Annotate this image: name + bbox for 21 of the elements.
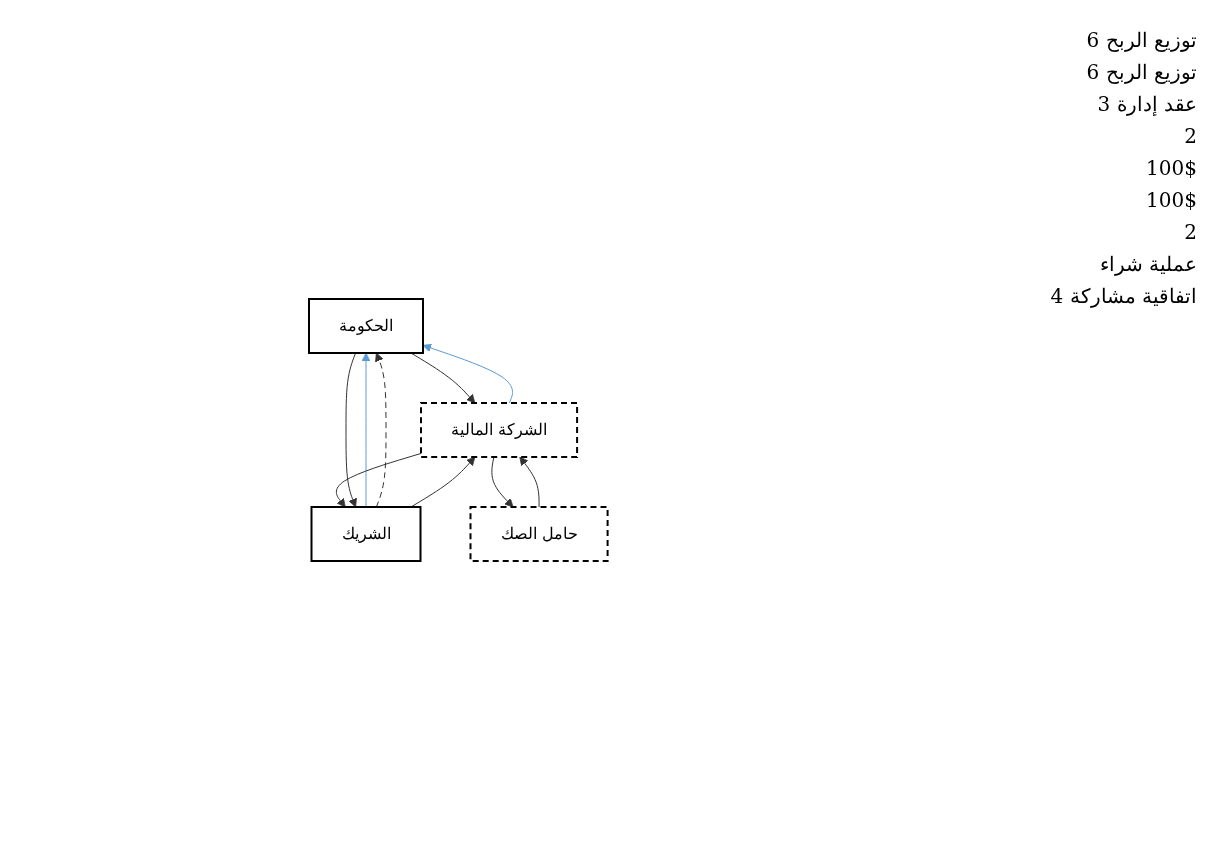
annotation-text: 100$ — [1145, 156, 1197, 180]
node-box: الشريك — [310, 505, 422, 562]
annotation-text: توزيع الربح 6 — [1085, 28, 1197, 52]
node-box: حامل الصك — [469, 505, 609, 562]
annotation-text: 100$ — [1145, 188, 1197, 212]
arrow — [361, 352, 371, 507]
annotation-text: عقد إدارة 3 — [1096, 92, 1197, 116]
node-box: الحكومة — [308, 297, 425, 354]
arrow — [491, 456, 514, 507]
arrow — [345, 352, 358, 507]
annotation-text: 2 — [1183, 220, 1197, 244]
annotation-text: توزيع الربح 6 — [1085, 60, 1197, 84]
arrow — [519, 456, 540, 507]
arrow — [336, 452, 422, 507]
node-box: الشركة المالية — [420, 401, 579, 458]
arrow — [375, 352, 387, 507]
annotation-text: 2 — [1183, 124, 1197, 148]
annotation-text: عملية شراء — [1098, 252, 1197, 276]
annotation-text: اتفاقية مشاركة 4 — [1049, 284, 1197, 308]
arrow — [410, 456, 476, 507]
arrow — [410, 352, 476, 403]
